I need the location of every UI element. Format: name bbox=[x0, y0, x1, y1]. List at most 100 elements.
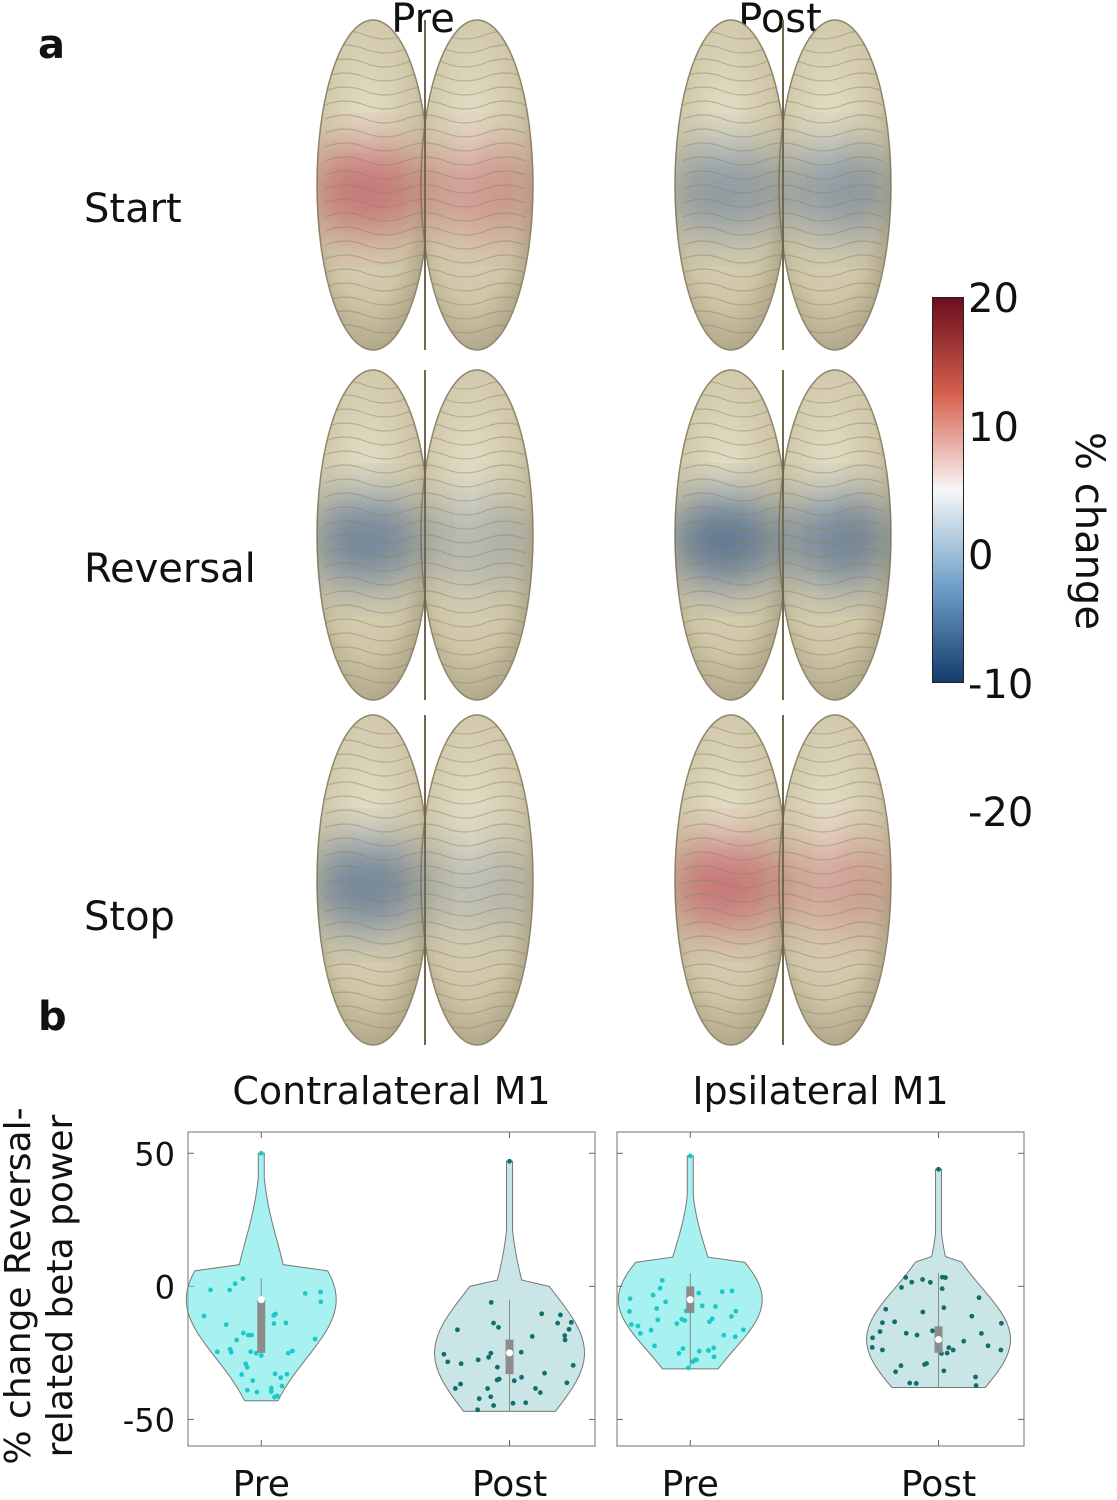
colorbar bbox=[932, 297, 964, 683]
data-point bbox=[539, 1311, 545, 1317]
x-tick-label: Pre bbox=[662, 1464, 719, 1500]
data-point bbox=[274, 1393, 280, 1399]
data-point bbox=[648, 1327, 654, 1333]
violin-post bbox=[434, 1160, 585, 1412]
data-point bbox=[719, 1289, 725, 1295]
data-point bbox=[877, 1329, 883, 1334]
data-point bbox=[659, 1277, 665, 1283]
y-axis-label: % change Reversal- bbox=[0, 1107, 39, 1464]
data-point bbox=[924, 1361, 929, 1366]
data-point bbox=[679, 1316, 685, 1322]
data-point bbox=[542, 1370, 547, 1376]
data-point bbox=[511, 1378, 517, 1384]
left-activation bbox=[317, 837, 422, 933]
data-point bbox=[312, 1336, 318, 1342]
data-point bbox=[654, 1306, 660, 1311]
right-activation bbox=[786, 837, 891, 933]
data-point bbox=[707, 1319, 712, 1325]
violin-pre bbox=[617, 1155, 763, 1370]
data-point bbox=[657, 1285, 663, 1291]
data-point bbox=[214, 1349, 220, 1355]
data-point bbox=[562, 1337, 568, 1343]
data-point bbox=[278, 1375, 284, 1381]
data-point bbox=[930, 1328, 935, 1334]
data-point bbox=[258, 1353, 264, 1358]
axes-box bbox=[616, 1131, 1025, 1447]
data-point bbox=[870, 1335, 875, 1341]
data-point bbox=[445, 1359, 451, 1365]
data-point bbox=[892, 1319, 898, 1325]
right-activation bbox=[428, 492, 533, 588]
data-point bbox=[652, 1343, 657, 1349]
data-point bbox=[998, 1347, 1004, 1353]
data-point bbox=[927, 1279, 933, 1285]
data-point bbox=[699, 1303, 705, 1309]
data-point bbox=[883, 1306, 889, 1312]
data-point bbox=[941, 1305, 947, 1311]
data-point bbox=[227, 1287, 233, 1293]
colorbar-tick: 20 bbox=[968, 276, 1019, 322]
data-point bbox=[914, 1332, 920, 1338]
data-point bbox=[973, 1383, 979, 1388]
data-point bbox=[899, 1285, 904, 1290]
data-point bbox=[627, 1296, 633, 1302]
data-point bbox=[240, 1330, 246, 1336]
data-point bbox=[570, 1362, 576, 1368]
data-point bbox=[318, 1299, 324, 1305]
data-point bbox=[650, 1292, 656, 1298]
data-point bbox=[944, 1350, 950, 1356]
data-point bbox=[685, 1365, 691, 1371]
right-activation bbox=[428, 837, 533, 933]
data-point bbox=[496, 1376, 502, 1382]
left-activation bbox=[675, 837, 780, 933]
data-point bbox=[687, 1153, 693, 1159]
data-point bbox=[973, 1374, 978, 1380]
data-point bbox=[488, 1394, 494, 1400]
data-point bbox=[519, 1374, 524, 1380]
panel-letter-b: b bbox=[38, 994, 67, 1040]
colorbar-tick: -10 bbox=[968, 662, 1034, 708]
data-point bbox=[458, 1361, 464, 1367]
y-tick-label: 0 bbox=[155, 1268, 175, 1306]
x-tick-label: Pre bbox=[233, 1464, 290, 1500]
data-point bbox=[458, 1381, 463, 1387]
data-point bbox=[709, 1316, 715, 1322]
subplot-title: Contralateral M1 bbox=[232, 1069, 550, 1113]
data-point bbox=[939, 1274, 945, 1280]
left-activation bbox=[675, 492, 780, 588]
x-tick-label: Post bbox=[901, 1464, 976, 1500]
data-point bbox=[523, 1400, 529, 1406]
data-point bbox=[244, 1387, 250, 1393]
data-point bbox=[486, 1354, 492, 1360]
data-point bbox=[969, 1313, 975, 1319]
data-point bbox=[485, 1386, 491, 1391]
data-point bbox=[920, 1277, 925, 1282]
data-point bbox=[696, 1290, 702, 1296]
data-point bbox=[201, 1313, 207, 1319]
data-point bbox=[227, 1346, 233, 1352]
data-point bbox=[452, 1386, 458, 1391]
data-point bbox=[244, 1364, 250, 1370]
data-point bbox=[635, 1323, 641, 1329]
data-point bbox=[939, 1286, 945, 1292]
data-point bbox=[913, 1381, 919, 1386]
data-point bbox=[223, 1322, 229, 1328]
data-point bbox=[879, 1320, 885, 1326]
data-point bbox=[655, 1317, 661, 1323]
data-point bbox=[936, 1166, 941, 1172]
right-activation bbox=[428, 142, 533, 238]
data-point bbox=[475, 1357, 481, 1363]
data-point bbox=[455, 1327, 460, 1333]
median-marker bbox=[686, 1296, 694, 1304]
data-point bbox=[250, 1378, 256, 1383]
data-point bbox=[920, 1309, 926, 1315]
data-point bbox=[254, 1389, 260, 1395]
data-point bbox=[302, 1291, 308, 1296]
data-point bbox=[518, 1349, 524, 1355]
data-point bbox=[893, 1369, 899, 1375]
data-point bbox=[711, 1345, 717, 1351]
data-point bbox=[441, 1351, 447, 1357]
data-point bbox=[533, 1386, 538, 1391]
colorbar-tick: 0 bbox=[968, 533, 994, 579]
